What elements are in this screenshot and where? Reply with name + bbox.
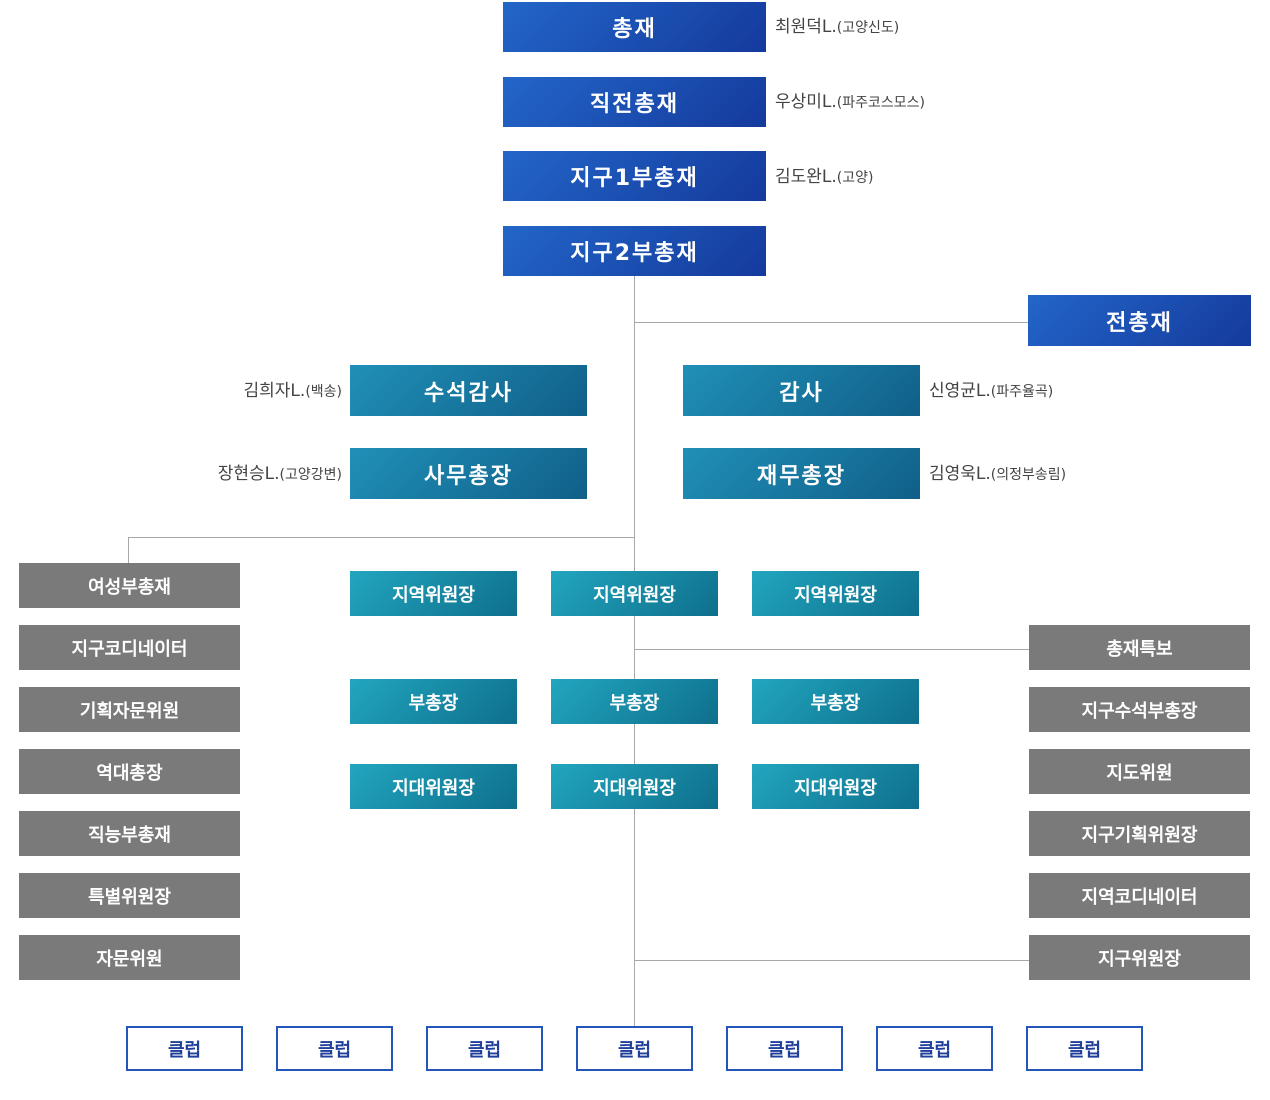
right-item-planning-chair: 지구기획위원장 [1029,811,1250,856]
secretary-name-text: 장현승L. [217,464,280,484]
governor-name-text: 최원덕L. [775,17,837,37]
left-item-planning-advisor: 기획자문위원 [19,687,240,732]
right-item-special-aide: 총재특보 [1029,625,1250,670]
past-governor-connector [635,322,1028,323]
vice-secretary-box: 부총장 [551,679,718,724]
chief-auditor-club: (백송) [305,384,342,400]
special-advisor-connector [635,649,1029,650]
zone-chair-box: 지대위원장 [752,764,919,809]
prev-governor-name: 우상미L.(파주코스모스) [775,92,925,113]
club-box: 클럽 [726,1026,843,1071]
left-item-advisor: 자문위원 [19,935,240,980]
auditor-club: (파주율곡) [990,384,1054,400]
region-chair-box: 지역위원장 [350,571,517,616]
governor-name: 최원덕L.(고양신도) [775,17,899,38]
club-box: 클럽 [426,1026,543,1071]
right-item-district-chair: 지구위원장 [1029,935,1250,980]
left-item-vocational-vice-governor: 직능부총재 [19,811,240,856]
vice-secretary-box: 부총장 [752,679,919,724]
past-governor-box: 전총재 [1028,295,1251,346]
secretary-name: 장현승L.(고양강변) [218,464,342,485]
right-item-chief-vice-secretary: 지구수석부총장 [1029,687,1250,732]
governor-box: 총재 [503,2,766,52]
prev-governor-club: (파주코스모스) [836,95,926,111]
prev-governor-name-text: 우상미L. [775,92,837,112]
secretary-general-box: 사무총장 [350,448,587,499]
vice-secretary-box: 부총장 [350,679,517,724]
region-chair-box: 지역위원장 [752,571,919,616]
zone-chair-box: 지대위원장 [350,764,517,809]
first-vice-name-text: 김도완L. [775,167,837,187]
first-vice-club: (고양) [836,170,874,186]
club-box: 클럽 [876,1026,993,1071]
first-vice-governor-box: 지구1부총재 [503,151,766,201]
club-box: 클럽 [276,1026,393,1071]
left-item-past-secretaries: 역대총장 [19,749,240,794]
district-chair-connector [635,960,1029,961]
auditor-name-text: 신영균L. [929,381,991,401]
second-vice-governor-box: 지구2부총재 [503,226,766,276]
left-item-district-coordinator: 지구코디네이터 [19,625,240,670]
club-box: 클럽 [576,1026,693,1071]
governor-club: (고양신도) [836,20,900,36]
prev-governor-box: 직전총재 [503,77,766,127]
treasurer-name: 김영욱L.(의정부송림) [929,464,1066,485]
left-branch-connector [128,537,635,538]
club-box: 클럽 [126,1026,243,1071]
club-box: 클럽 [1026,1026,1143,1071]
treasurer-club: (의정부송림) [990,467,1067,483]
right-item-region-coordinator: 지역코디네이터 [1029,873,1250,918]
chief-auditor-box: 수석감사 [350,365,587,416]
chief-auditor-name: 김희자L.(백송) [244,381,342,402]
main-vertical-line [634,276,635,1026]
auditor-name: 신영균L.(파주율곡) [929,381,1053,402]
left-item-womens-vice-governor: 여성부총재 [19,563,240,608]
treasurer-box: 재무총장 [683,448,920,499]
treasurer-name-text: 김영욱L. [929,464,991,484]
left-branch-drop [128,537,129,564]
left-item-special-committee-chair: 특별위원장 [19,873,240,918]
right-item-guidance-committee: 지도위원 [1029,749,1250,794]
region-chair-box: 지역위원장 [551,571,718,616]
secretary-club: (고양강변) [279,467,342,483]
first-vice-governor-name: 김도완L.(고양) [775,167,873,188]
zone-chair-box: 지대위원장 [551,764,718,809]
chief-auditor-name-text: 김희자L. [243,381,306,401]
auditor-box: 감사 [683,365,920,416]
